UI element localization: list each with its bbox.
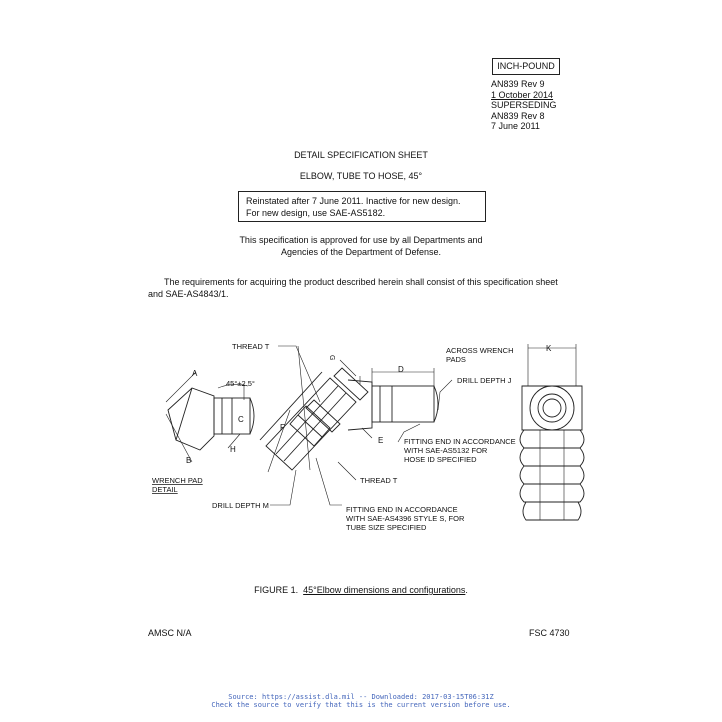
doc-id: AN839 Rev 9 — [491, 79, 545, 89]
label-fitting-hose-1: FITTING END IN ACCORDANCE — [404, 437, 516, 446]
inch-pound-box: INCH-POUND — [492, 58, 560, 75]
label-dim-h: H — [230, 445, 236, 454]
wrench-pad-detail-view — [165, 371, 255, 463]
requirements-paragraph: The requirements for acquiring the produ… — [148, 276, 572, 300]
elbow-drawing: THREAD T ACROSS WRENCH PADS K D A B C E … — [152, 342, 585, 532]
label-dim-a: A — [192, 369, 198, 378]
label-fitting-tube-2: WITH SAE-AS4396 STYLE S, FOR — [346, 514, 465, 523]
label-fitting-tube-1: FITTING END IN ACCORDANCE — [346, 505, 458, 514]
source-line-1: Source: https://assist.dla.mil -- Downlo… — [228, 693, 494, 701]
label-fitting-tube-3: TUBE SIZE SPECIFIED — [346, 523, 427, 532]
notice-line-1: Reinstated after 7 June 2011. Inactive f… — [246, 196, 461, 206]
approval-statement: This specification is approved for use b… — [0, 235, 722, 258]
requirements-line-1: The requirements for acquiring the produ… — [164, 277, 558, 287]
amsc-label: AMSC N/A — [148, 628, 192, 638]
page-title: DETAIL SPECIFICATION SHEET — [294, 150, 428, 160]
label-fitting-hose-3: HOSE ID SPECIFIED — [404, 455, 477, 464]
elbow-end-view — [519, 344, 585, 521]
notice-line-2: For new design, use SAE-AS5182. — [246, 208, 386, 218]
label-thread-t-2: THREAD T — [360, 476, 398, 485]
approval-line-1: This specification is approved for use b… — [239, 235, 483, 245]
figure-caption: FIGURE 1. 45°Elbow dimensions and config… — [254, 585, 468, 595]
label-drill-m: DRILL DEPTH M — [212, 501, 269, 510]
elbow-side-view — [259, 345, 453, 506]
label-dim-f: F — [280, 423, 285, 432]
source-line-2: Check the source to verify that this is … — [211, 701, 511, 709]
label-dim-g: G — [328, 355, 335, 360]
label-across-wrench: ACROSS WRENCH — [446, 346, 514, 355]
figure-caption-text: 45°Elbow dimensions and configurations — [303, 585, 466, 595]
doc-date: 1 October 2014 — [491, 89, 554, 100]
label-dim-k: K — [546, 344, 552, 353]
label-wrench-pad-detail: DETAIL — [152, 485, 178, 494]
download-source: Source: https://assist.dla.mil -- Downlo… — [0, 693, 722, 709]
page-subtitle: ELBOW, TUBE TO HOSE, 45° — [299, 171, 423, 181]
label-wrench-pad: WRENCH PAD — [152, 476, 203, 485]
figure-label: FIGURE 1. — [254, 585, 299, 595]
previous-doc-id: AN839 Rev 8 — [491, 110, 545, 121]
previous-doc-date: 7 June 2011 — [491, 121, 540, 132]
fsc-label: FSC 4730 — [529, 628, 570, 638]
revision-block: AN839 Rev 9 1 October 2014 SUPERSEDING A… — [491, 79, 557, 132]
label-angle: 45°±2.5° — [226, 379, 255, 388]
label-thread-t: THREAD T — [232, 342, 270, 351]
requirements-line-2: and SAE-AS4843/1. — [148, 289, 229, 299]
label-pads: PADS — [446, 355, 466, 364]
label-dim-c: C — [238, 415, 244, 424]
label-drill-j: DRILL DEPTH J — [457, 376, 512, 385]
label-fitting-hose-2: WITH SAE-AS5132 FOR — [404, 446, 488, 455]
superseding-label: SUPERSEDING — [491, 100, 557, 111]
approval-line-2: Agencies of the Department of Defense. — [280, 246, 442, 257]
label-dim-d: D — [398, 365, 404, 374]
label-dim-e: E — [378, 436, 383, 445]
label-dim-b: B — [186, 456, 191, 465]
reinstatement-notice: Reinstated after 7 June 2011. Inactive f… — [238, 191, 486, 222]
